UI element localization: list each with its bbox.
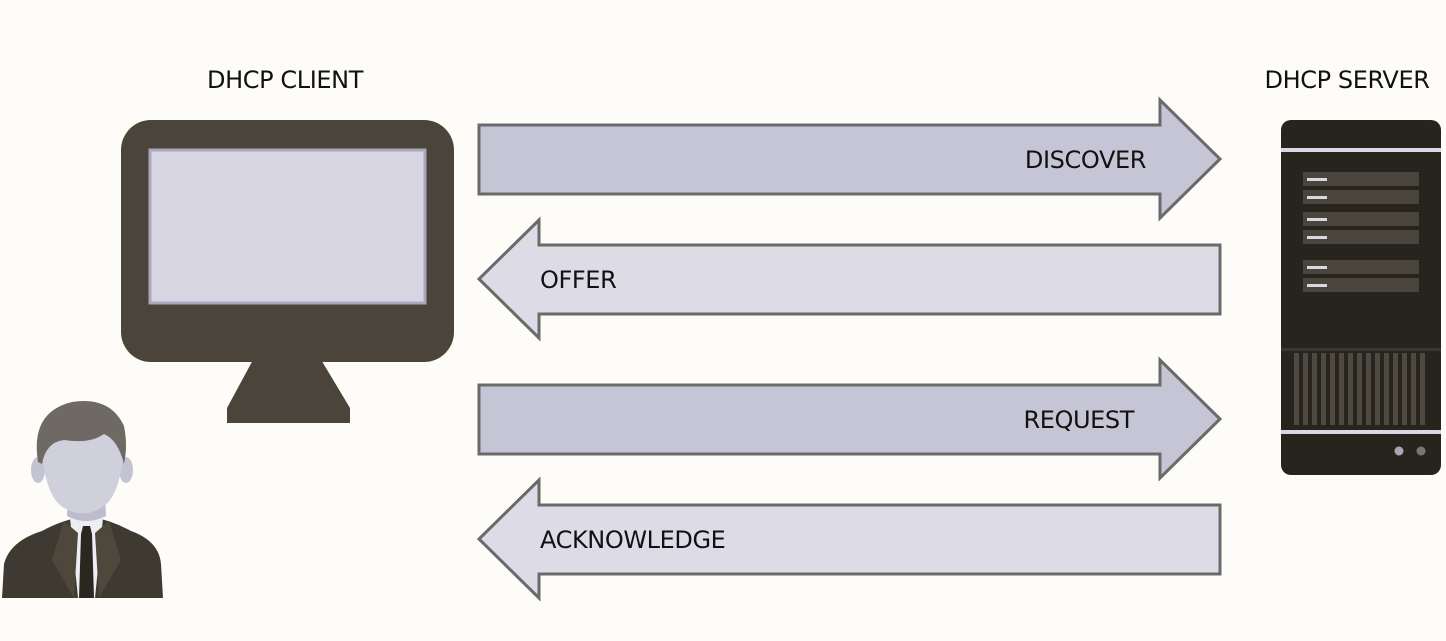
- client-title: DHCP CLIENT: [207, 66, 364, 94]
- server-vent-grille: [1294, 353, 1425, 425]
- server-tower-icon: [1281, 120, 1441, 475]
- monitor-icon: [121, 120, 454, 423]
- user-icon: [2, 401, 163, 598]
- arrow-label-discover: DISCOVER: [1025, 146, 1146, 174]
- arrow-offer: OFFER: [476, 216, 1222, 342]
- server-led-icon: [1416, 446, 1426, 456]
- arrow-label-offer: OFFER: [540, 266, 616, 294]
- drive-bays: [1303, 172, 1419, 292]
- server-title: DHCP SERVER: [1264, 66, 1429, 94]
- arrow-acknowledge: ACKNOWLEDGE: [476, 476, 1222, 602]
- server-led-icon: [1394, 446, 1404, 456]
- arrow-label-acknowledge: ACKNOWLEDGE: [540, 526, 725, 554]
- arrow-label-request: REQUEST: [1023, 406, 1134, 434]
- arrow-request: REQUEST: [477, 356, 1223, 482]
- arrow-discover: DISCOVER: [477, 96, 1223, 222]
